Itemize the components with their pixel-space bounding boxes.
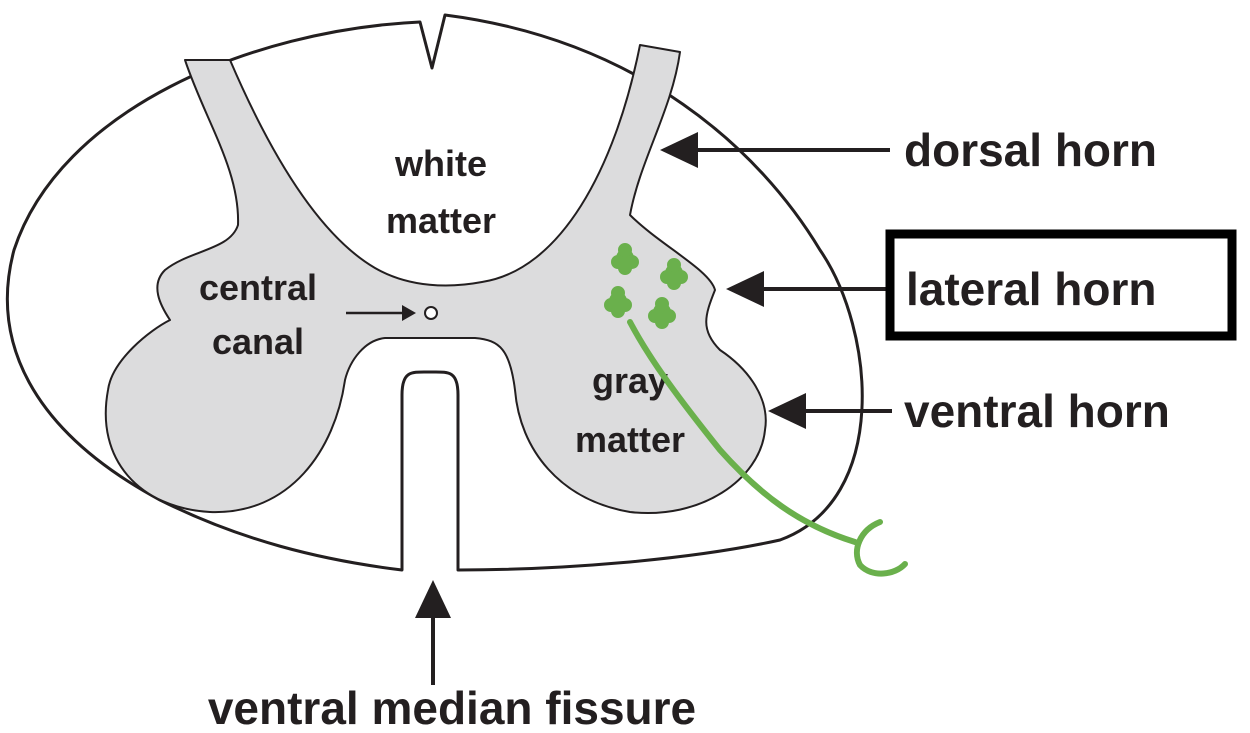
lateral-horn-highlight-box — [885, 229, 1237, 341]
axon-line — [627, 319, 858, 545]
central-canal-arrowhead — [402, 305, 416, 321]
green-neuron-annotation — [604, 243, 908, 577]
gray-matter-region — [104, 44, 767, 514]
neuron-cell-body-4 — [648, 297, 676, 329]
central-canal-label-line2: canal — [212, 321, 304, 362]
neuron-cell-body-2 — [660, 258, 688, 290]
ventral-horn-label: ventral horn — [904, 385, 1170, 437]
white-matter-label-line2: matter — [386, 200, 496, 241]
lateral-horn-label: lateral horn — [906, 263, 1157, 315]
neuron-cell-body-1 — [611, 243, 639, 275]
ventral-median-fissure-arrowhead — [415, 580, 451, 618]
neuron-cell-body-3 — [604, 286, 632, 318]
ventral-horn-arrowhead — [768, 393, 806, 429]
central-canal-label-line1: central — [199, 267, 317, 308]
axon-terminal — [853, 519, 908, 577]
lateral-horn-arrowhead — [726, 271, 764, 307]
ventral-median-fissure-label: ventral median fissure — [208, 682, 696, 733]
central-canal-dot — [424, 306, 438, 320]
white-matter-label-line1: white — [394, 143, 487, 184]
dorsal-horn-label: dorsal horn — [904, 124, 1157, 176]
dorsal-horn-arrowhead — [660, 132, 698, 168]
gray-matter-label-line2: matter — [575, 419, 685, 460]
